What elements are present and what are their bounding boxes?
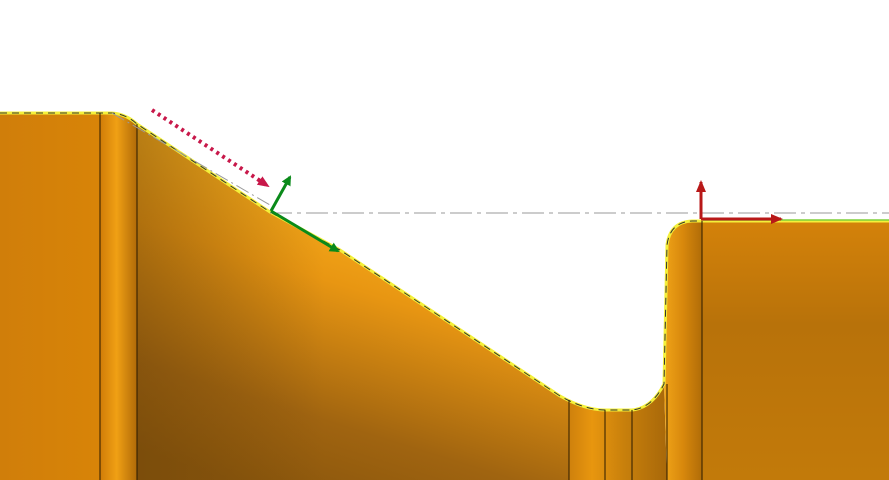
tool-frame <box>269 175 340 253</box>
shoulder-fillet-face <box>100 113 137 480</box>
tool-normal-axis-arrow <box>269 175 292 212</box>
turned-part <box>0 111 889 480</box>
groove-bottom-face <box>560 384 667 480</box>
conical-face-shade <box>137 124 605 480</box>
guide-lines <box>111 112 889 214</box>
origin-frame <box>696 180 783 224</box>
right-cylinder-face <box>702 221 889 480</box>
left-cylinder-face <box>0 113 100 480</box>
groove-wall-face <box>664 221 702 480</box>
face-boundary-lines <box>99 113 703 480</box>
feed-direction-arrow <box>150 108 270 188</box>
offset-slope-guide <box>111 112 271 206</box>
tool-tangent-axis-arrow <box>270 209 340 253</box>
